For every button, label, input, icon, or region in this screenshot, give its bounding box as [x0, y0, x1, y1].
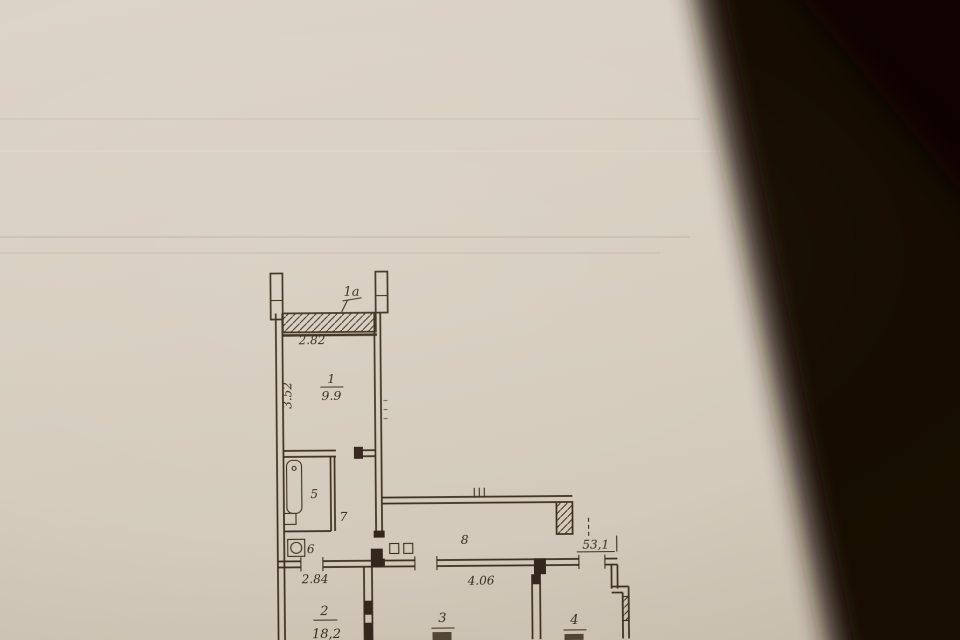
wet-block-walls	[284, 456, 336, 533]
hall-number: 8	[461, 532, 469, 547]
total-area-label: 53,1	[582, 538, 609, 552]
room2-area: 18,2	[312, 627, 341, 640]
door-jamb-mark	[389, 542, 400, 555]
balcony-walls	[269, 270, 389, 337]
balcony-label: 1а	[343, 285, 359, 300]
bath-number: 5	[310, 487, 318, 501]
corridor-walls	[381, 487, 618, 555]
wall-annotation-marks	[383, 399, 388, 420]
hall-small-number: 7	[339, 509, 347, 524]
dim-top-width: 2.82	[298, 333, 326, 347]
wc-number: 6	[307, 542, 315, 556]
heater-icon	[283, 512, 297, 526]
sink-icon	[287, 538, 306, 557]
floorplan-drawing: 1а 2.82 3.52 1 9.9 5 7 6 2.84 8 4.06 53,…	[269, 270, 630, 640]
labels: 1а 2.82 3.52 1 9.9 5 7 6 2.84 8 4.06 53,…	[280, 285, 609, 640]
dim-hall-width: 4.06	[467, 574, 495, 588]
bathtub-icon	[285, 459, 303, 514]
dim-bath-width: 2.84	[301, 572, 329, 586]
room1-area: 9.9	[321, 388, 341, 403]
dim-room1-height: 3.52	[280, 382, 294, 409]
room2-number: 2	[319, 604, 328, 619]
room3-number: 3	[438, 611, 446, 626]
bottom-wall	[277, 548, 618, 575]
room3-area-clipped	[432, 631, 452, 640]
room4-number: 4	[569, 613, 578, 628]
room4-area-clipped	[564, 633, 584, 640]
cast-shadow	[696, 0, 960, 640]
door-jamb-mark	[403, 542, 414, 554]
lower-room-walls	[363, 564, 630, 640]
room1-number: 1	[327, 371, 335, 386]
room1-walls	[274, 312, 388, 640]
